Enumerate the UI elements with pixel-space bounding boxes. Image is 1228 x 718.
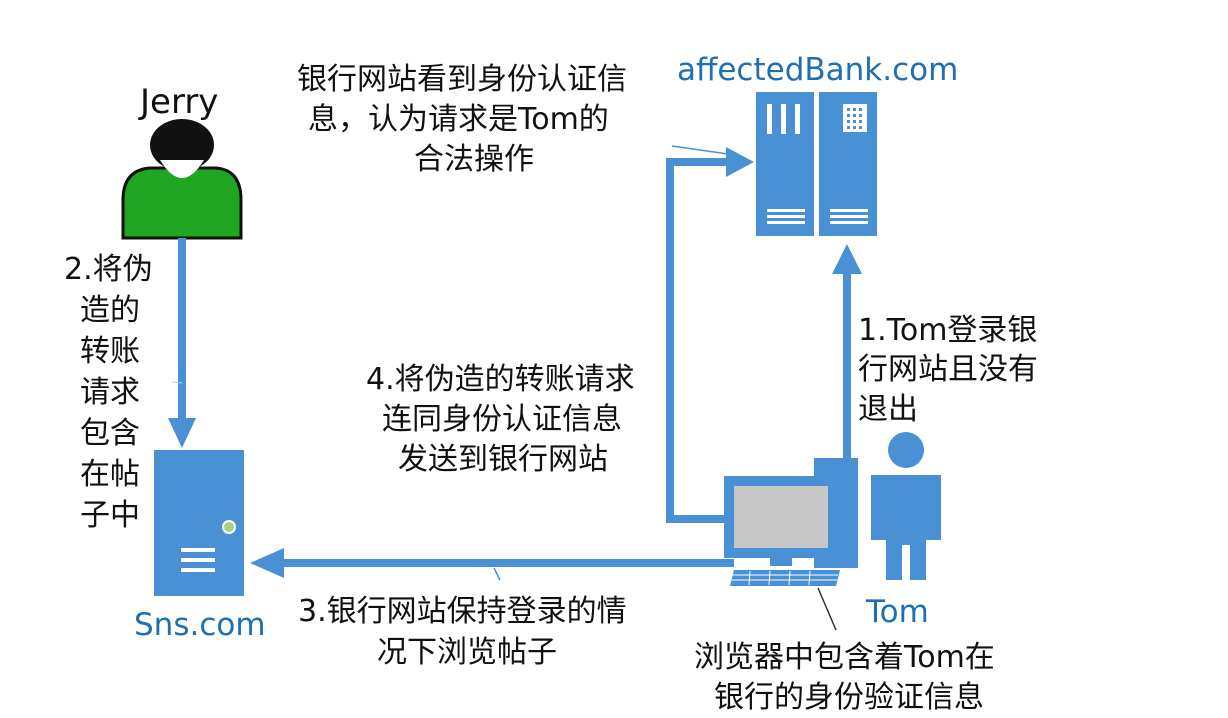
attacker-name: Jerry [140, 82, 219, 122]
bank-site-label: affectedBank.com [677, 52, 959, 88]
attacker-icon [121, 119, 243, 240]
victim-name: Tom [866, 594, 929, 630]
step2-line-3: 转账 [80, 334, 140, 369]
step3-line-2: 况下浏览帖子 [377, 635, 557, 670]
step2-line-4: 请求 [80, 375, 140, 410]
step2-line-1: 2.将伪 [64, 252, 153, 287]
step2-line-7: 子中 [80, 498, 140, 533]
step1-line-3: 退出 [858, 392, 918, 427]
bank-note-line-2: 息，认为请求是Tom的 [308, 102, 609, 137]
browser-note-line-2: 银行的身份验证信息 [714, 680, 984, 715]
victim-icon [871, 432, 941, 580]
step2-line-5: 包含 [80, 416, 140, 451]
arrow-step4-to-bank [666, 145, 754, 523]
step1-line-1: 1.Tom登录银 [858, 313, 1038, 348]
step1-line-2: 行网站且没有 [858, 352, 1038, 387]
csrf-diagram [121, 92, 941, 631]
arrow-jerry-to-sns [168, 238, 196, 448]
sns-site-label: Sns.com [134, 607, 266, 643]
step2-line-2: 造的 [80, 293, 140, 328]
step3-line-1: 3.银行网站保持登录的情 [298, 594, 627, 629]
sns-server-icon [154, 450, 244, 596]
step4-line-2: 连同身份认证信息 [382, 402, 622, 437]
arrow-step3-to-sns [250, 548, 734, 581]
bank-note-line-1: 银行网站看到身份认证信 [297, 62, 627, 97]
bank-note-line-3: 合法操作 [414, 142, 534, 177]
computer-icon [724, 458, 858, 631]
browser-note-line-1: 浏览器中包含着Tom在 [694, 640, 995, 675]
step4-line-3: 发送到银行网站 [398, 442, 608, 477]
step4-line-1: 4.将伪造的转账请求 [366, 362, 635, 397]
bank-server-icon [756, 92, 877, 236]
arrow-step1-to-bank [832, 244, 862, 462]
step2-line-6: 在帖 [80, 457, 140, 492]
